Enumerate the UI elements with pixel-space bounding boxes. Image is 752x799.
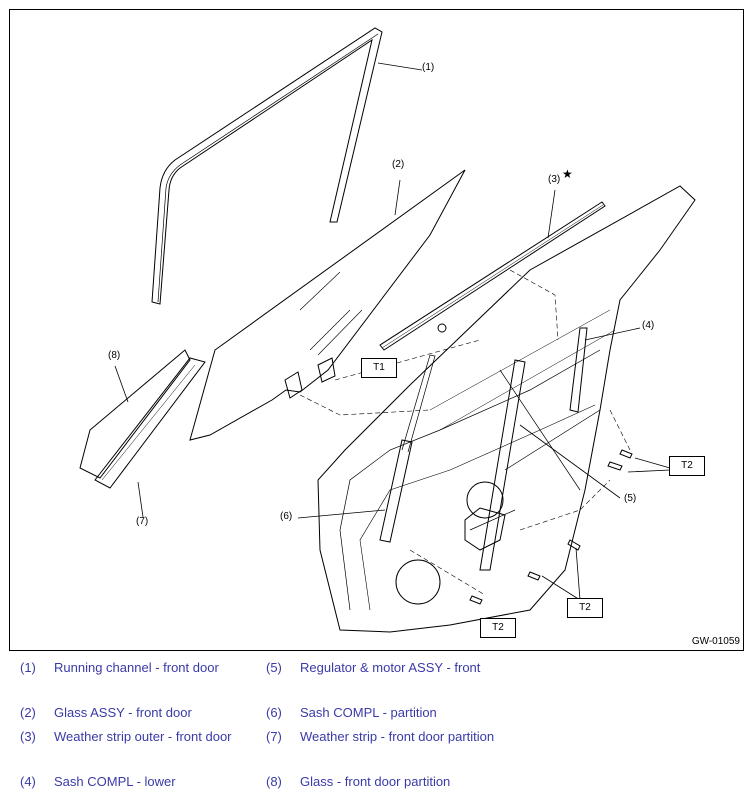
legend-number: (7) <box>266 729 282 744</box>
torque-label-t2: T2 <box>480 618 516 638</box>
figure-id: GW-01059 <box>691 636 740 647</box>
torque-label-t2: T2 <box>567 598 603 618</box>
legend-text: Sash COMPL - lower <box>54 774 176 789</box>
legend-text: Sash COMPL - partition <box>300 705 437 720</box>
legend-text: Glass - front door partition <box>300 774 451 789</box>
leader-5 <box>519 424 621 499</box>
legend-text: Regulator & motor ASSY - front <box>300 660 481 675</box>
leader-6 <box>297 509 386 519</box>
torque-label-t1: T1 <box>361 358 397 378</box>
callout-5: (5) <box>624 493 637 504</box>
leader-1 <box>377 62 423 71</box>
leader-3 <box>547 189 556 239</box>
star-mark: ★ <box>562 167 573 181</box>
glass-assy <box>189 169 466 441</box>
leader-8 <box>114 365 129 403</box>
legend-number: (4) <box>20 774 36 789</box>
legend-number: (2) <box>20 705 36 720</box>
callout-2: (2) <box>392 159 405 170</box>
torque-label-t2: T2 <box>669 456 705 476</box>
partition-glass <box>79 349 191 479</box>
diagram-frame: (1) (2) (3) ★ (4) (5) (6) (7) (8) T1 T2 … <box>9 9 744 651</box>
door-panel <box>317 185 696 633</box>
callout-8: (8) <box>108 350 121 361</box>
callout-4: (4) <box>642 320 655 331</box>
legend-text: Glass ASSY - front door <box>54 705 192 720</box>
sash-partition <box>379 439 413 543</box>
legend-number: (1) <box>20 660 36 675</box>
legend-number: (3) <box>20 729 36 744</box>
legend-text: Weather strip outer - front door <box>54 729 232 744</box>
legend-number: (5) <box>266 660 282 675</box>
callout-1: (1) <box>422 62 435 73</box>
running-channel <box>151 27 383 305</box>
exploded-view-drawing <box>79 27 696 633</box>
weather-strip-outer <box>379 201 606 351</box>
leader-7 <box>137 481 144 518</box>
legend-text: Weather strip - front door partition <box>300 729 495 744</box>
callout-3: (3) <box>548 174 561 185</box>
partition-weather-strip <box>94 357 206 489</box>
leader-4 <box>584 327 641 341</box>
leader-2 <box>394 179 401 216</box>
sash-lower <box>569 327 588 413</box>
regulator <box>479 359 526 571</box>
legend-number: (6) <box>266 705 282 720</box>
callout-7: (7) <box>136 516 149 527</box>
legend-text: Running channel - front door <box>54 660 219 675</box>
legend-number: (8) <box>266 774 282 789</box>
callout-6: (6) <box>280 511 293 522</box>
